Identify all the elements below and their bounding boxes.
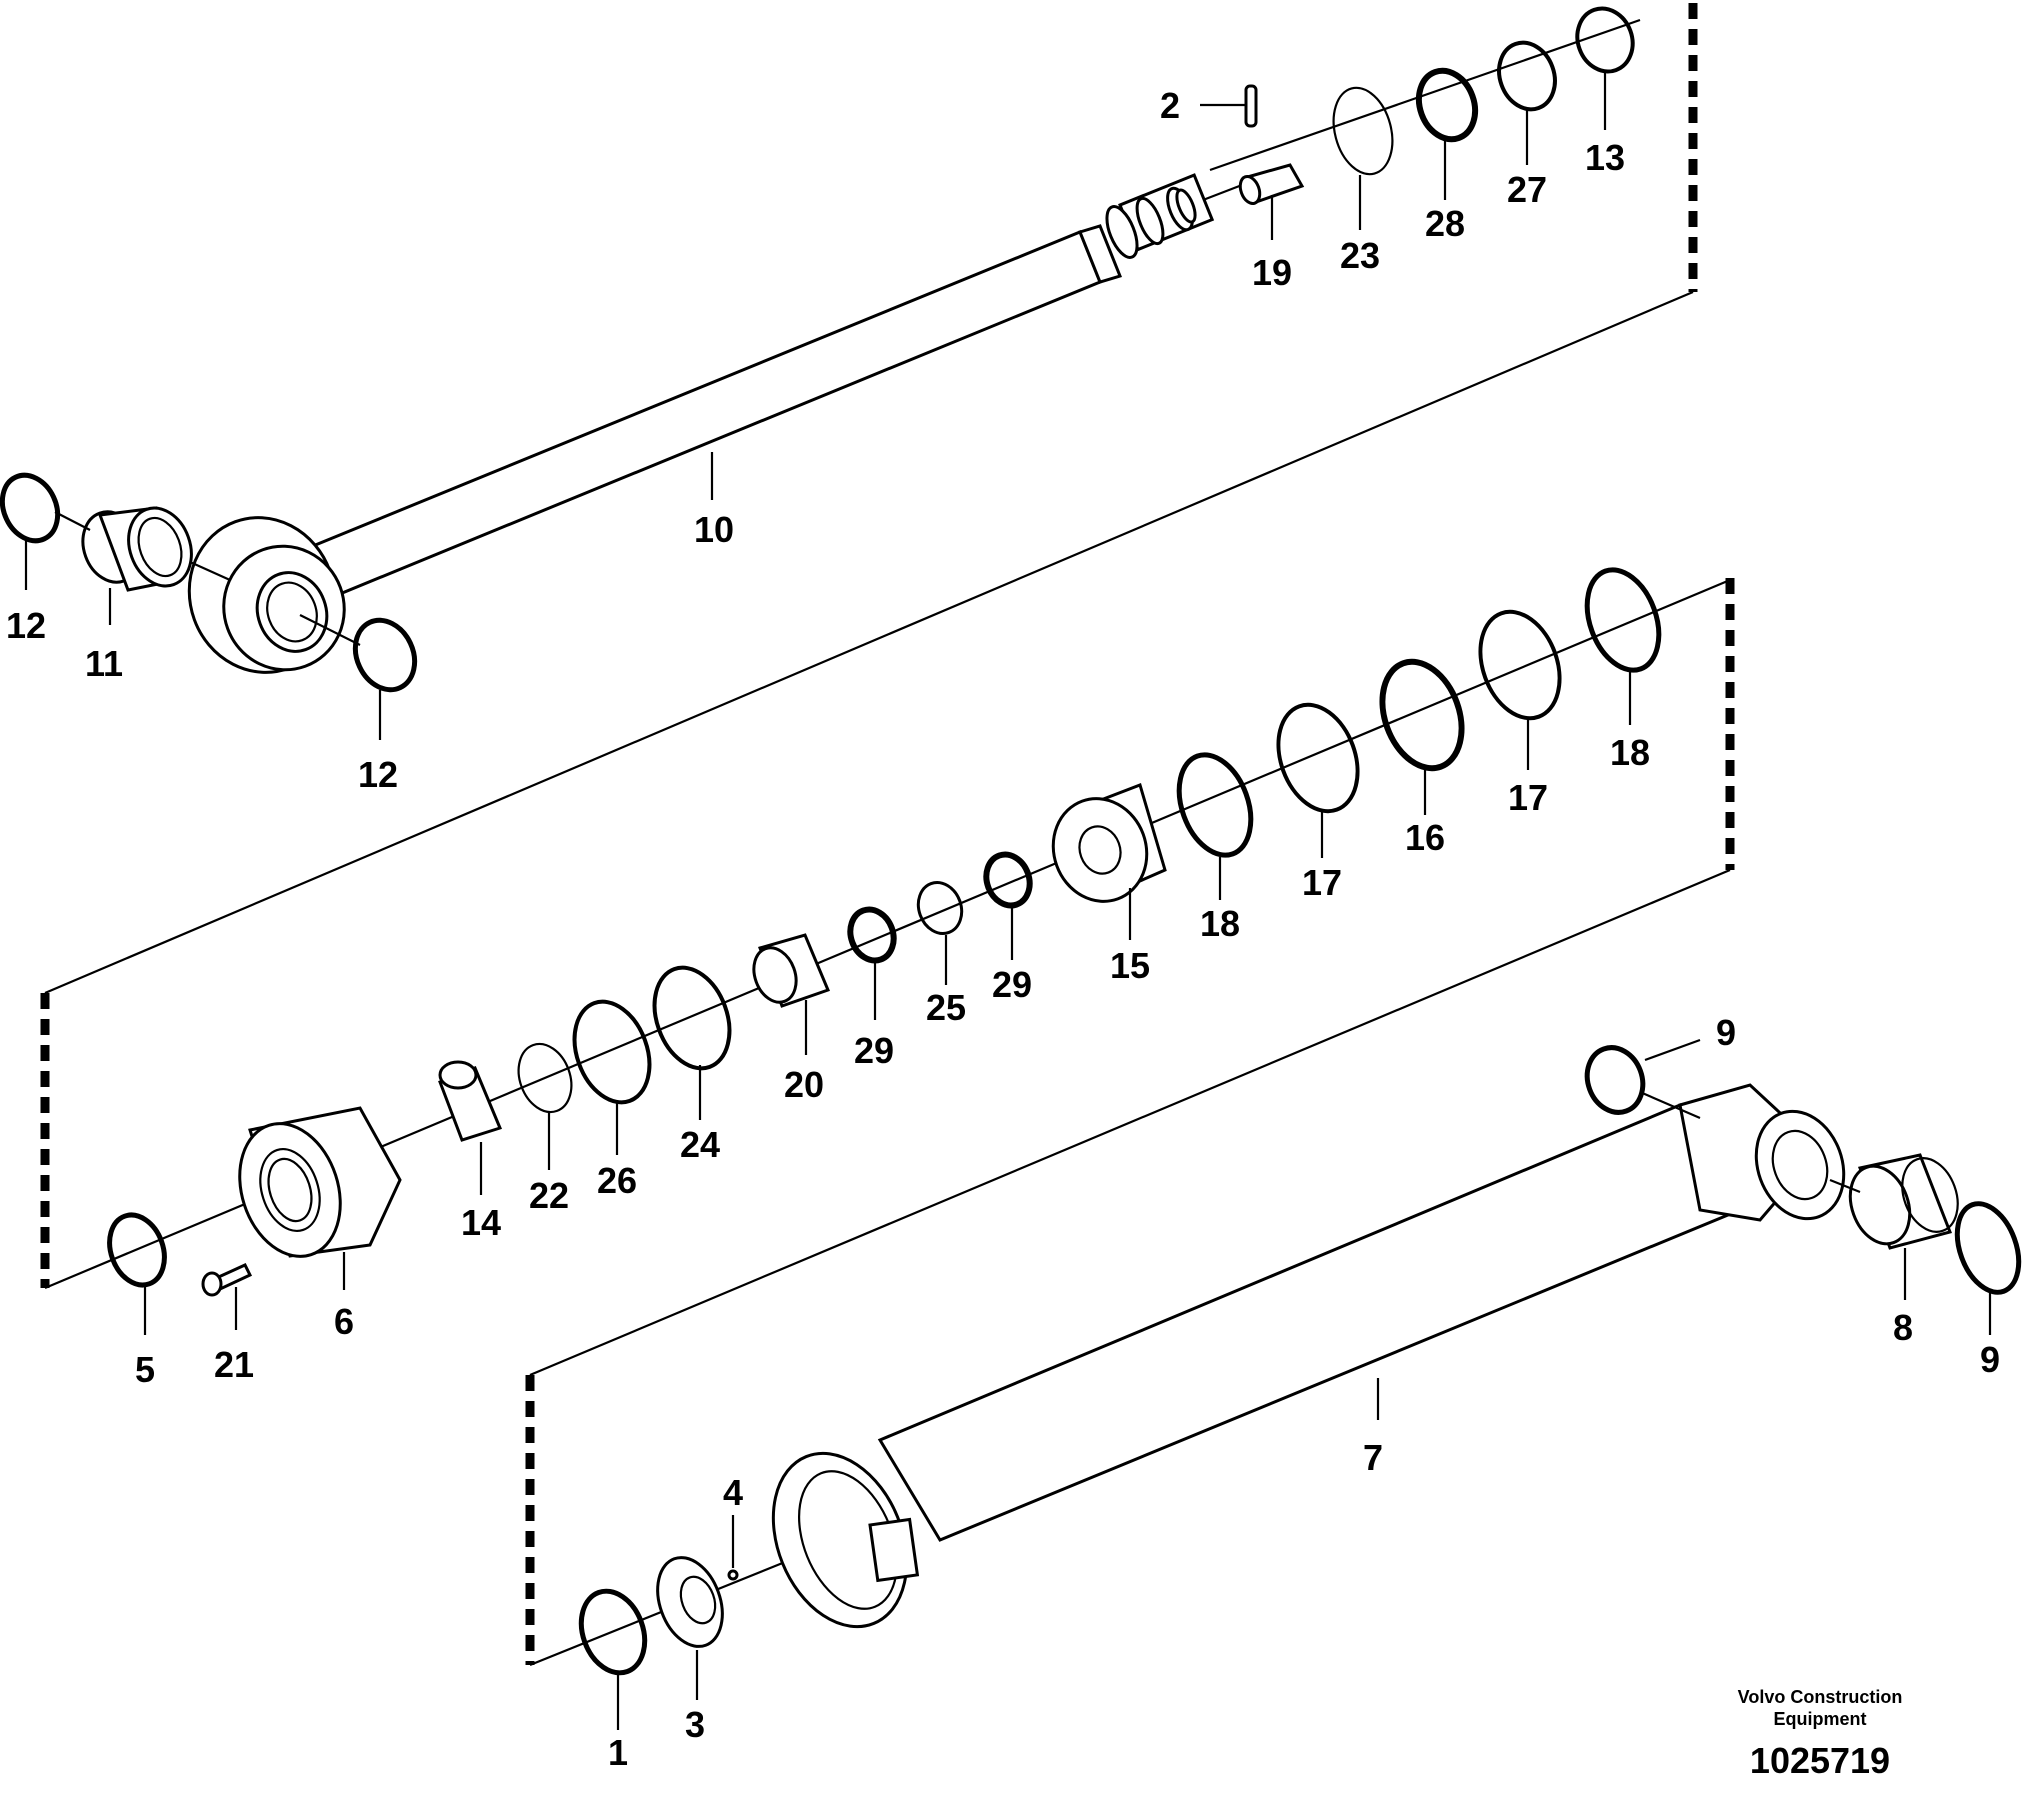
nut-19 <box>1238 163 1305 206</box>
seal-28 <box>1415 67 1479 143</box>
cylinder-tube-assembly <box>525 1045 2022 1676</box>
tube-eye <box>1678 1083 1846 1222</box>
callout-3: 3 <box>685 1704 705 1745</box>
callout-23: 23 <box>1340 235 1380 276</box>
callout-25: 25 <box>926 987 966 1028</box>
cylinder-tube-7 <box>771 1103 1743 1629</box>
callout-13: 13 <box>1585 137 1625 178</box>
piston-head-assembly <box>40 567 1735 1377</box>
callout-15: 15 <box>1110 945 1150 986</box>
callout-12-right: 12 <box>358 754 398 795</box>
callout-2: 2 <box>1160 85 1180 126</box>
callout-9-lower: 9 <box>1980 1339 2000 1380</box>
leader-lines <box>24 72 1992 1730</box>
seal-27 <box>1497 40 1557 112</box>
seal-24 <box>652 965 732 1071</box>
callout-26: 26 <box>597 1160 637 1201</box>
callout-28: 28 <box>1425 203 1465 244</box>
seal-5 <box>107 1212 167 1288</box>
callout-5: 5 <box>135 1349 155 1390</box>
drawing-number: 1025719 <box>1749 1740 1891 1781</box>
seal-13 <box>1575 6 1635 74</box>
piston-rod-assembly <box>0 3 1698 995</box>
callout-6: 6 <box>334 1301 354 1342</box>
brand-name: Volvo Construction Equipment <box>1690 1686 1950 1730</box>
callout-22: 22 <box>529 1175 569 1216</box>
bushing-14 <box>438 1060 503 1142</box>
seal-26 <box>572 999 652 1105</box>
cylinder-head-6 <box>238 1106 402 1258</box>
rod-eye <box>187 516 346 674</box>
callout-16: 16 <box>1405 817 1445 858</box>
ring-16 <box>1379 658 1465 772</box>
callout-27: 27 <box>1507 169 1547 210</box>
callout-17-upper: 17 <box>1508 777 1548 818</box>
set-screw-4 <box>727 1569 739 1581</box>
brand-line-2: Equipment <box>1773 1709 1867 1729</box>
seal-12-right <box>352 617 418 693</box>
callout-12-left: 12 <box>6 605 46 646</box>
callout-20: 20 <box>784 1064 824 1105</box>
callout-4: 4 <box>723 1472 743 1513</box>
ring-25 <box>916 881 964 935</box>
callout-1: 1 <box>608 1732 628 1773</box>
callout-18-upper: 18 <box>1610 732 1650 773</box>
callout-24: 24 <box>680 1124 720 1165</box>
seal-18-lower <box>1176 752 1254 858</box>
ring-17-lower <box>1276 702 1360 814</box>
callout-21: 21 <box>214 1344 254 1385</box>
seal-29-left <box>847 906 897 964</box>
bushing-8 <box>1848 1153 1959 1250</box>
callout-19: 19 <box>1252 252 1292 293</box>
pin-2 <box>1244 84 1258 128</box>
ring-22 <box>517 1042 573 1114</box>
callout-18-lower: 18 <box>1200 903 1240 944</box>
callout-17-lower: 17 <box>1302 862 1342 903</box>
bushing-11 <box>81 506 193 592</box>
piston-15 <box>1051 783 1167 903</box>
callout-11: 11 <box>85 643 123 684</box>
callout-9-upper: 9 <box>1716 1012 1736 1053</box>
piston-rod <box>306 173 1215 600</box>
spacer-20 <box>752 933 830 1008</box>
seal-12-left <box>0 472 61 544</box>
callout-labels: 2 19 23 28 27 13 10 12 11 12 18 17 16 17… <box>6 85 2000 1773</box>
callout-7: 7 <box>1363 1437 1383 1478</box>
callout-29-left: 29 <box>854 1030 894 1071</box>
seal-9-lower <box>1954 1201 2022 1295</box>
callout-14: 14 <box>461 1202 501 1243</box>
ring-1 <box>578 1588 648 1676</box>
plate-23 <box>1332 86 1394 176</box>
callout-10: 10 <box>694 509 734 550</box>
nut-3 <box>656 1556 724 1648</box>
callout-29-right: 29 <box>992 964 1032 1005</box>
callout-8: 8 <box>1893 1307 1913 1348</box>
bolt-21 <box>201 1263 253 1297</box>
seal-18-upper <box>1584 567 1662 673</box>
seal-9-upper <box>1584 1045 1646 1115</box>
seal-29-right <box>983 851 1033 909</box>
brand-line-1: Volvo Construction <box>1737 1687 1903 1707</box>
ring-17-upper <box>1478 609 1562 721</box>
